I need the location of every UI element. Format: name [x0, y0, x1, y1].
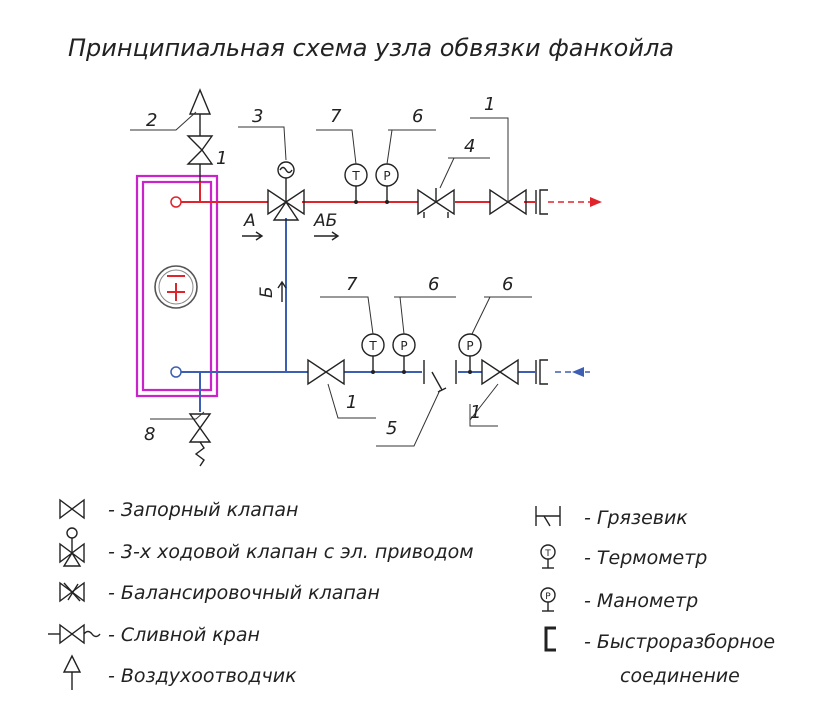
legend-left: - Запорный клапан - 3-х ходовой клапан с… [48, 498, 474, 690]
svg-text:T: T [368, 339, 377, 353]
fancoil-unit [135, 174, 219, 398]
return-thermometer: T [361, 333, 385, 374]
air-vent-icon [188, 88, 212, 115]
return-manometer: P [392, 333, 416, 374]
callout-2: 2 [146, 110, 157, 131]
supply-shutoff-valve [489, 188, 527, 216]
page-title: Принципиальная схема узла обвязки фанкой… [68, 34, 674, 62]
svg-text:- 3-х ходовой клапан с эл. при: - 3-х ходовой клапан с эл. приводом [108, 541, 474, 563]
return-arrow-icon [572, 367, 584, 377]
supply-manometer: P [375, 163, 399, 204]
callout-4: 4 [464, 136, 475, 157]
svg-text:- Сливной кран: - Сливной кран [108, 624, 260, 646]
three-way-valve-icon [59, 542, 85, 567]
svg-text:- Запорный клапан: - Запорный клапан [108, 499, 298, 521]
flow-label-a: А [243, 211, 256, 231]
return-manometer-2: P [458, 333, 482, 374]
callout-7-bot: 7 [346, 274, 358, 295]
svg-text:P: P [545, 592, 551, 602]
legend-item-manometer: P - Манометр [540, 587, 698, 612]
callout-1-top: 1 [484, 94, 495, 115]
svg-text:- Грязевик: - Грязевик [584, 507, 688, 529]
callout-6-bot-a: 6 [428, 274, 439, 295]
callout-7-top: 7 [330, 106, 342, 127]
callout-8: 8 [144, 424, 155, 445]
svg-text:P: P [466, 339, 473, 353]
return-shutoff-valve-b [481, 358, 519, 386]
svg-text:- Воздухоотводчик: - Воздухоотводчик [108, 665, 297, 687]
flow-arrow-a-icon [242, 231, 264, 241]
drain-cock-assembly [188, 413, 212, 467]
legend-item-airvent: - Воздухоотводчик [62, 654, 297, 690]
balancing-valve-icon [59, 581, 85, 603]
callout-6-top: 6 [412, 106, 423, 127]
legend-item-coupling: - Быстроразборное соединение [544, 626, 775, 687]
callout-1-airvent: 1 [216, 148, 227, 169]
svg-text:- Термометр: - Термометр [584, 547, 707, 569]
svg-text:P: P [400, 339, 407, 353]
svg-text:- Манометр: - Манометр [584, 590, 698, 612]
strainer-icon [535, 506, 561, 527]
leader-lines [130, 111, 532, 447]
svg-text:соединение: соединение [620, 665, 740, 687]
legend-item-three-way: - 3-х ходовой клапан с эл. приводом [59, 527, 474, 567]
svg-text:T: T [544, 549, 551, 559]
fancoil-symbol-icon [154, 265, 198, 309]
svg-text:- Быстроразборное: - Быстроразборное [584, 631, 775, 653]
supply-pipe [170, 182, 602, 208]
quick-coupling-supply [535, 189, 548, 215]
legend-item-balancing: - Балансировочный клапан [59, 581, 380, 604]
flow-arrow-b-icon [277, 280, 287, 302]
flow-label-b: Б [257, 286, 277, 298]
balancing-valve [417, 188, 455, 218]
callout-5: 5 [386, 418, 397, 439]
callout-1-bot-a: 1 [346, 392, 357, 413]
legend-right: - Грязевик T - Термометр P - Манометр - … [535, 506, 775, 687]
svg-text:P: P [383, 169, 390, 183]
shutoff-valve-icon [59, 498, 85, 520]
callout-6-bot-b: 6 [502, 274, 513, 295]
svg-text:- Балансировочный клапан: - Балансировочный клапан [108, 582, 380, 604]
svg-text:T: T [351, 169, 360, 183]
legend-item-shutoff: - Запорный клапан [59, 498, 298, 521]
supply-arrow-icon [590, 197, 602, 207]
quick-coupling-return [535, 359, 548, 385]
drain-cock-icon [59, 623, 85, 645]
callout-3: 3 [252, 106, 263, 127]
legend-item-strainer: - Грязевик [535, 506, 688, 529]
return-pipe [170, 218, 590, 412]
quick-coupling-icon [544, 626, 556, 652]
legend-item-drain: - Сливной кран [48, 623, 260, 646]
callout-1-bot-b: 1 [470, 402, 481, 423]
three-way-valve [267, 161, 305, 221]
strainer [423, 360, 457, 393]
air-vent-assembly [186, 88, 214, 182]
flow-label-ab: АБ [313, 211, 337, 231]
flow-arrow-ab-icon [314, 231, 340, 241]
air-vent-icon [62, 654, 82, 673]
legend-item-thermometer: T - Термометр [540, 544, 707, 569]
return-shutoff-valve-a [307, 358, 345, 386]
supply-thermometer: T [344, 163, 368, 204]
